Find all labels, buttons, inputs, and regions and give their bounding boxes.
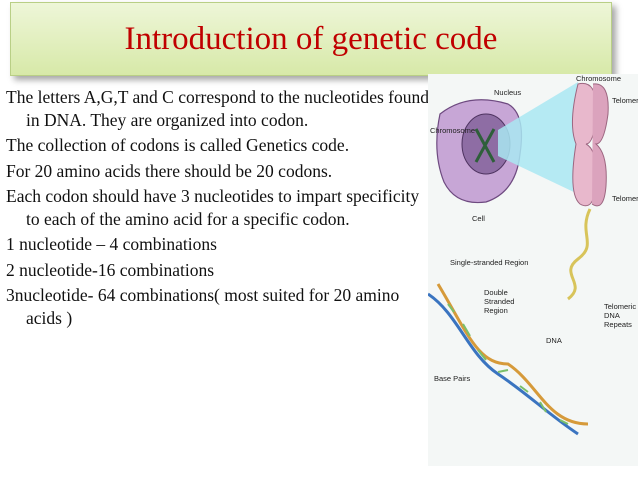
paragraph-4: Each codon should have 3 nucleotides to … [6, 186, 420, 229]
helix-strand-b [436, 283, 589, 426]
label-dna: DNA [546, 336, 562, 345]
chromosome-dna-figure: Nucleus Chromosome Telomere Chromosome T… [427, 74, 638, 466]
paragraph-2: The collection of codons is called Genet… [6, 135, 350, 155]
label-telomere-mid: Telomere [612, 194, 638, 203]
dna-illustration [427, 82, 609, 436]
label-nucleus: Nucleus [494, 88, 522, 97]
label-telomeric-repeats: Telomeric DNA Repeats [604, 302, 637, 329]
label-chromosome-top: Chromosome [576, 74, 622, 83]
label-double-stranded: Double Stranded Region [484, 288, 515, 315]
zoom-projection [498, 82, 578, 194]
label-single-stranded: Single-stranded Region [450, 258, 529, 267]
paragraph-1: The letters A,G,T and C correspond to th… [6, 87, 429, 130]
paragraph-6: 2 nucleotide-16 combinations [6, 259, 215, 280]
label-base-pairs: Base Pairs [434, 374, 471, 383]
helix-strand-a [427, 292, 579, 436]
paragraph-7: 3nucleotide- 64 combinations( most suite… [6, 285, 400, 328]
chromosome-arm [591, 83, 609, 207]
dna-strand [567, 208, 592, 301]
nucleus-chromosome [474, 128, 496, 163]
title-bar: Introduction of genetic code [10, 2, 612, 76]
label-cell: Cell [472, 214, 485, 223]
body-text: The letters A,G,T and C correspond to th… [6, 86, 436, 332]
label-chromosome-left: Chromosome [430, 126, 476, 135]
base-pairs [447, 303, 569, 425]
label-telomere-top: Telomere [612, 96, 638, 105]
paragraph-5: 1 nucleotide – 4 combinations [6, 234, 217, 254]
slide-title: Introduction of genetic code [124, 20, 498, 57]
paragraph-3: For 20 amino acids there should be 20 co… [6, 160, 333, 181]
